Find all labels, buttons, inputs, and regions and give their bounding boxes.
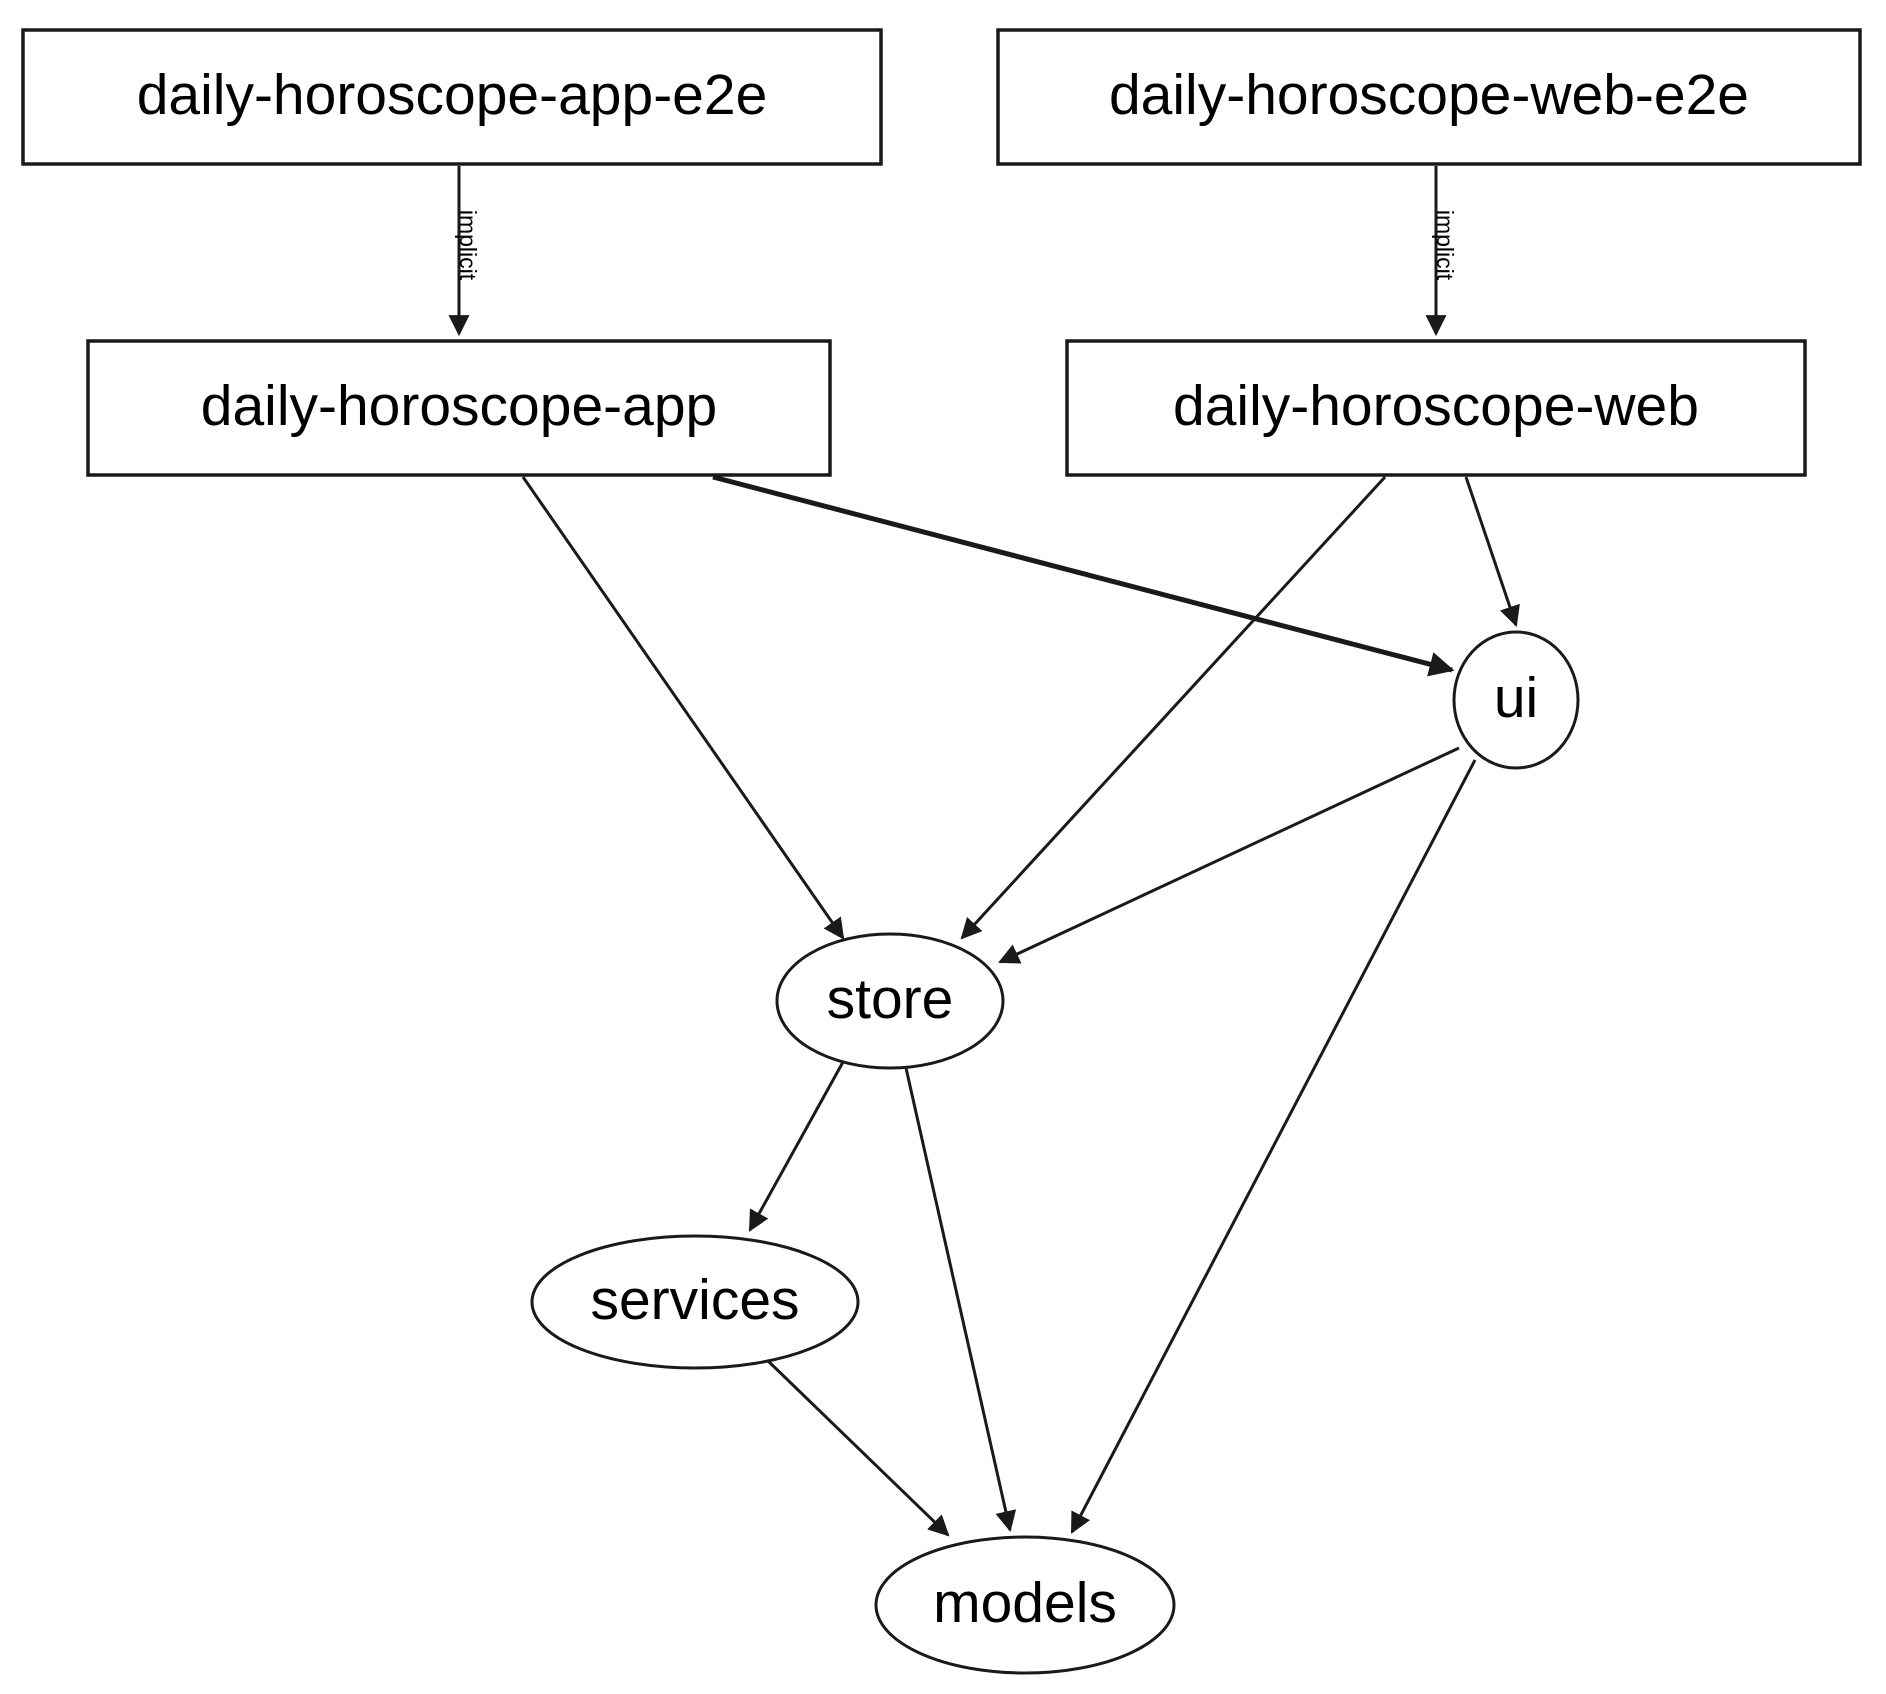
node-shape-ellipse[interactable] [1452, 630, 1580, 770]
node-shape-rect[interactable] [1065, 339, 1807, 477]
edge-label-layer: implicit implicit [455, 210, 1458, 281]
node-shape-rect[interactable] [996, 28, 1862, 166]
edge-label-implicit-web: implicit [1432, 210, 1458, 281]
edge-web-to-ui [1464, 476, 1520, 627]
node-label: daily-horoscope-app [201, 374, 717, 438]
edge-app-to-ui [712, 474, 1455, 677]
edge-app-to-store [521, 476, 845, 940]
edge-web-to-store [960, 475, 1387, 940]
node-shape-ellipse[interactable] [530, 1234, 860, 1370]
node-shape-rect[interactable] [21, 28, 883, 166]
node-label: daily-horoscope-web-e2e [1109, 63, 1749, 127]
node-daily-horoscope-web[interactable]: daily-horoscope-web [1065, 339, 1807, 477]
node-label: store [827, 967, 954, 1031]
node-shape-ellipse[interactable] [874, 1535, 1176, 1675]
node-daily-horoscope-web-e2e[interactable]: daily-horoscope-web-e2e [996, 28, 1862, 166]
node-models[interactable]: models [874, 1535, 1176, 1675]
edge-layer [448, 166, 1520, 1537]
edge-store-to-services [748, 1061, 845, 1232]
node-ui[interactable]: ui [1452, 630, 1580, 770]
node-shape-rect[interactable] [86, 339, 832, 477]
node-services[interactable]: services [530, 1234, 860, 1370]
node-label: daily-horoscope-web [1173, 374, 1699, 438]
edge-store-to-models [904, 1067, 1017, 1533]
node-daily-horoscope-app[interactable]: daily-horoscope-app [86, 339, 832, 477]
node-label: models [933, 1571, 1117, 1635]
node-label: ui [1494, 666, 1538, 730]
edge-services-to-models [763, 1356, 950, 1537]
edge-ui-to-models [1070, 759, 1477, 1534]
edge-ui-to-store [998, 746, 1460, 964]
node-label: services [590, 1268, 799, 1332]
node-shape-ellipse[interactable] [775, 932, 1005, 1070]
node-store[interactable]: store [775, 932, 1005, 1070]
node-layer: daily-horoscope-app-e2e daily-horoscope-… [21, 28, 1862, 1675]
node-label: daily-horoscope-app-e2e [137, 63, 768, 127]
node-daily-horoscope-app-e2e[interactable]: daily-horoscope-app-e2e [21, 28, 883, 166]
edge-label-implicit-app: implicit [455, 210, 481, 281]
